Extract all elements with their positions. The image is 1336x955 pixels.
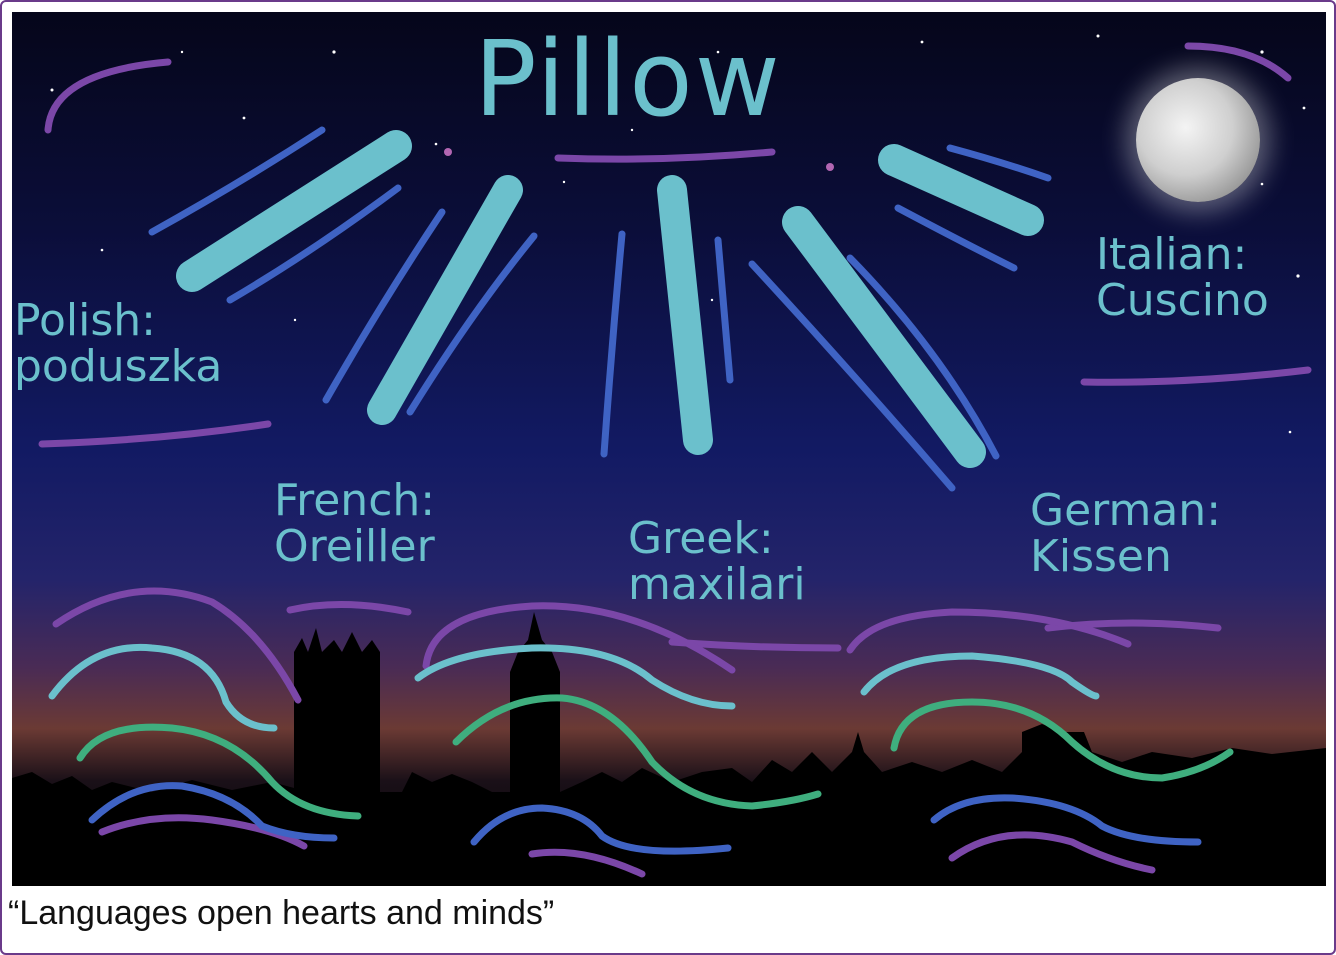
translation-lang: Italian: [1096,229,1248,280]
caption-quote: “Languages open hearts and minds” [8,894,555,932]
blue-waves [88,782,1202,855]
translation-polish: Polish: poduszka [14,295,223,393]
poster-image: Pillow Polish: poduszka French: Oreiller… [12,12,1326,886]
teal-rays [176,130,1044,468]
translation-lang: Greek: [628,513,774,564]
poster-title: Pillow [474,18,782,140]
pink-dots [444,148,834,171]
translation-word: poduszka [14,341,223,393]
translation-word: Kissen [1030,531,1172,583]
translation-lang: German: [1030,485,1222,536]
green-waves [76,694,1234,820]
translation-lang: French: [274,475,436,526]
skyline-silhouette [12,612,1326,886]
translation-german: German: Kissen [1030,485,1222,583]
translation-word: Cuscino [1096,275,1269,327]
teal-waves [48,643,1100,732]
translation-word: Oreiller [274,521,435,573]
moon-icon [1136,78,1260,202]
translation-french: French: Oreiller [274,475,436,573]
translation-word: maxilari [628,559,806,611]
background-art [12,34,1326,886]
blue-strokes [148,126,1052,492]
stars [50,34,1306,434]
translation-greek: Greek: maxilari [628,513,806,611]
translation-lang: Polish: [14,295,156,346]
translation-italian: Italian: Cuscino [1096,229,1269,327]
